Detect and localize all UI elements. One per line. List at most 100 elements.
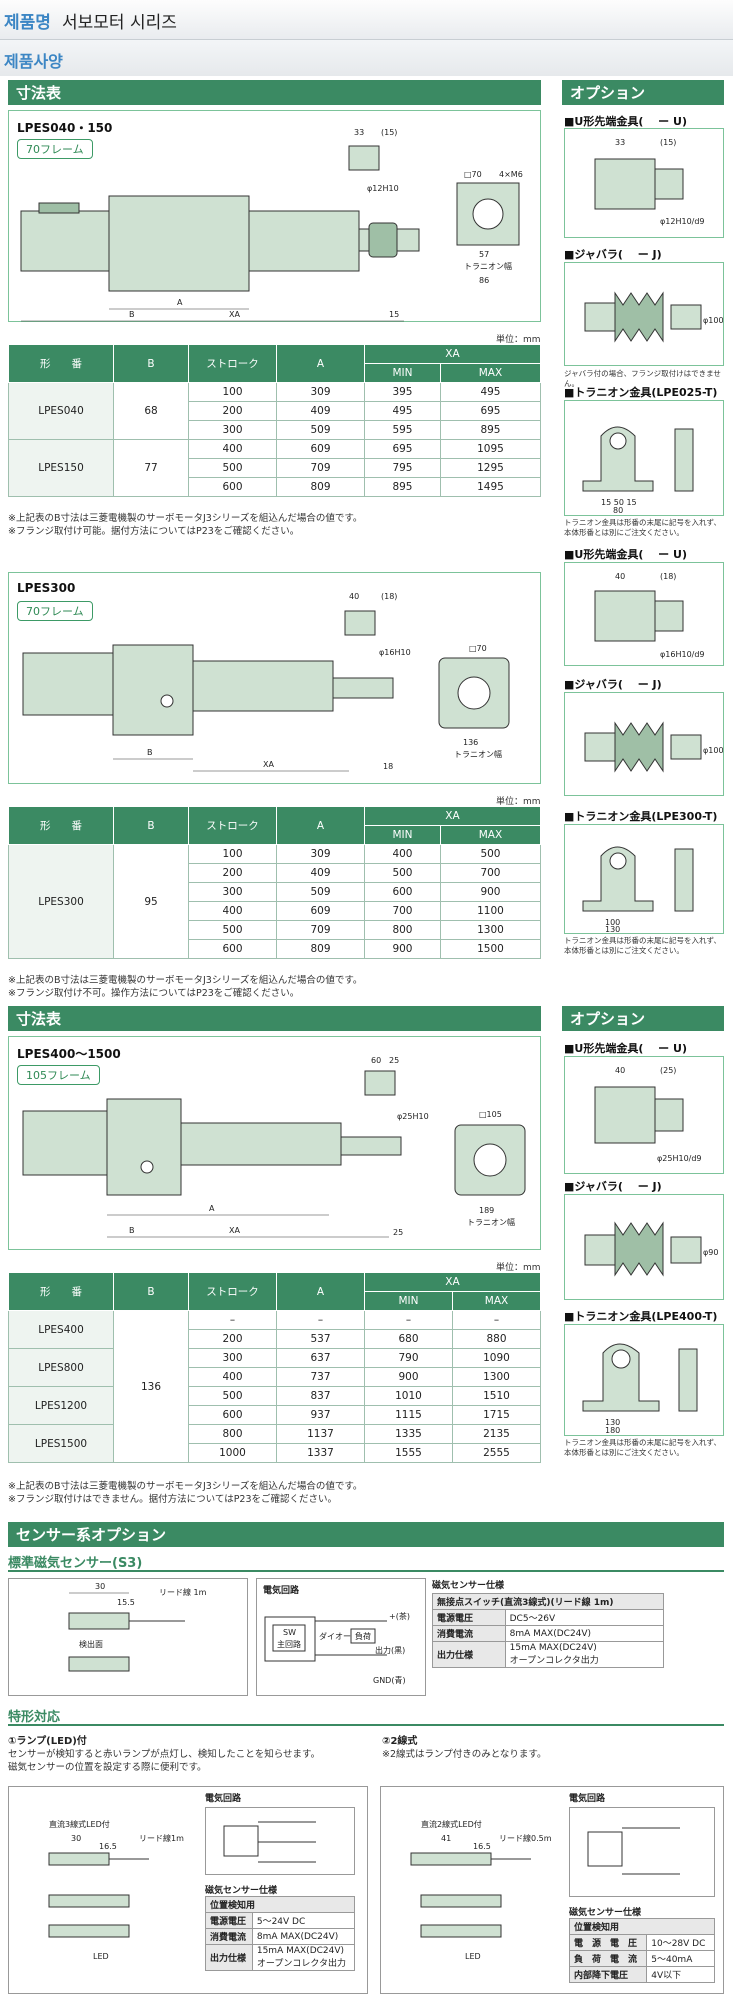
wire-circuit bbox=[569, 1807, 715, 1897]
option-u-drawing: 33(15)φ12H10/d9 bbox=[564, 128, 724, 238]
th-model: 形 番 bbox=[8, 344, 114, 383]
svg-text:18: 18 bbox=[383, 762, 393, 771]
option-u-label: ■U形先端金具( ー U) bbox=[564, 115, 687, 128]
svg-text:16.5: 16.5 bbox=[473, 1842, 491, 1851]
svg-text:□70: □70 bbox=[464, 170, 482, 179]
svg-text:57: 57 bbox=[479, 250, 489, 259]
svg-text:189: 189 bbox=[479, 1206, 494, 1215]
section-dimension-title: 寸法表 bbox=[8, 80, 541, 105]
svg-text:(15): (15) bbox=[660, 138, 676, 147]
th-b: B bbox=[113, 344, 189, 383]
option-j-label: ■ジャバラ( ー J) bbox=[564, 678, 662, 691]
title-bar bbox=[0, 0, 733, 40]
svg-text:トラニオン幅: トラニオン幅 bbox=[467, 1217, 515, 1227]
svg-text:(15): (15) bbox=[381, 128, 397, 137]
svg-text:φ25H10: φ25H10 bbox=[397, 1112, 429, 1121]
option-t-note: トラニオン金具は形番の末尾に記号を入れず、本体形番とは別にご注文ください。 bbox=[564, 518, 721, 537]
svg-text:130: 130 bbox=[605, 1418, 620, 1427]
sensor-drawing: 30 15.5 リード線 1m 検出面 bbox=[8, 1578, 248, 1696]
svg-text:B: B bbox=[129, 1226, 135, 1235]
svg-text:A: A bbox=[177, 298, 183, 307]
notes-3: ※上記表のB寸法は三菱電機製のサーボモータJ3シリーズを組込んだ場合の値です。※… bbox=[8, 1481, 363, 1505]
svg-text:XA: XA bbox=[263, 760, 274, 769]
svg-text:φ100: φ100 bbox=[703, 746, 723, 755]
unit-label: 単位：mm bbox=[496, 335, 541, 345]
svg-text:φ16H10: φ16H10 bbox=[379, 648, 411, 657]
svg-text:100: 100 bbox=[605, 918, 620, 927]
svg-text:16.5: 16.5 bbox=[99, 1842, 117, 1851]
svg-text:80: 80 bbox=[613, 506, 623, 515]
wire-text: ※2線式はランプ付きのみとなります。 bbox=[382, 1749, 547, 1760]
option-j-drawing: φ90 bbox=[564, 1194, 724, 1300]
svg-text:A: A bbox=[209, 1204, 215, 1213]
svg-text:130: 130 bbox=[605, 925, 620, 933]
svg-text:GND(青): GND(青) bbox=[373, 1675, 406, 1685]
svg-text:ダイオード: ダイオード bbox=[319, 1631, 359, 1641]
section-dimension-title-2: 寸法表 bbox=[8, 1006, 541, 1031]
svg-text:B: B bbox=[147, 748, 153, 757]
option-t-label: ■トラニオン金具(LPE300-T) bbox=[564, 810, 718, 823]
svg-text:40: 40 bbox=[615, 1066, 625, 1075]
svg-text:41: 41 bbox=[441, 1834, 451, 1843]
option-j-drawing: φ100 bbox=[564, 262, 724, 366]
svg-text:φ16H10/d9: φ16H10/d9 bbox=[660, 650, 705, 659]
dim-15: 15.5 bbox=[117, 1598, 135, 1607]
svg-text:主回路: 主回路 bbox=[277, 1639, 301, 1649]
option-t-note: トラニオン金具は形番の末尾に記号を入れず、本体形番とは別にご注文ください。 bbox=[564, 936, 721, 955]
svg-text:15 50 15: 15 50 15 bbox=[601, 498, 637, 507]
svg-text:負荷: 負荷 bbox=[355, 1631, 371, 1641]
svg-text:LED: LED bbox=[465, 1952, 481, 1961]
svg-text:(18): (18) bbox=[381, 592, 397, 601]
svg-text:136: 136 bbox=[463, 738, 478, 747]
lamp-panel: 直流3線式LED付 30 16.5 リード線1m LED 電気回路 磁気センサー… bbox=[8, 1786, 368, 1994]
dim-30: 30 bbox=[95, 1582, 105, 1591]
drawing-panel-lpes300: LPES300 70フレーム B XA 18 40(18) φ16H10 □70… bbox=[8, 572, 541, 784]
lamp-circuit bbox=[205, 1807, 355, 1875]
unit-label: 単位：mm bbox=[496, 797, 541, 807]
frame-badge: 70フレーム bbox=[17, 139, 93, 159]
svg-text:φ100: φ100 bbox=[703, 316, 723, 325]
notes-2: ※上記表のB寸法は三菱電機製のサーボモータJ3シリーズを組込んだ場合の値です。※… bbox=[8, 975, 363, 999]
th-max: MAX bbox=[439, 363, 542, 383]
option-u-drawing: 40(18)φ16H10/d9 bbox=[564, 562, 724, 666]
svg-text:φ90: φ90 bbox=[703, 1248, 718, 1257]
svg-text:φ25H10/d9: φ25H10/d9 bbox=[657, 1154, 702, 1163]
svg-text:リード線0.5m: リード線0.5m bbox=[499, 1833, 552, 1843]
svg-text:25: 25 bbox=[393, 1228, 403, 1237]
svg-text:+(茶): +(茶) bbox=[389, 1611, 410, 1621]
product-name: 서보모터 시리즈 bbox=[62, 13, 177, 33]
option-u-label: ■U形先端金具( ー U) bbox=[564, 548, 687, 561]
svg-text:直流2線式LED付: 直流2線式LED付 bbox=[421, 1819, 482, 1829]
svg-text:φ12H10: φ12H10 bbox=[367, 184, 399, 193]
option-j-note: ジャバラ付の場合、フランジ取付けはできません。 bbox=[564, 369, 721, 388]
lead-label: リード線 1m bbox=[159, 1587, 207, 1597]
special-title: 特形対応 bbox=[8, 1710, 61, 1725]
svg-text:トラニオン幅: トラニオン幅 bbox=[454, 749, 502, 759]
svg-text:30: 30 bbox=[71, 1834, 81, 1843]
th-xa: XA bbox=[364, 344, 541, 364]
svg-text:60: 60 bbox=[371, 1056, 381, 1065]
svg-text:33: 33 bbox=[354, 128, 364, 137]
detect-label: 検出面 bbox=[79, 1639, 103, 1649]
